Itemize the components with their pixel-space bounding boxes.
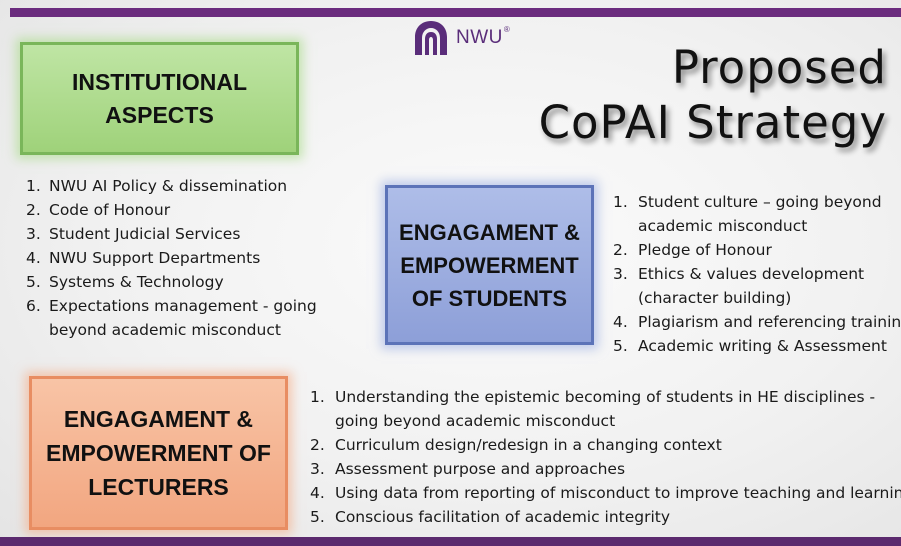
registered-mark: ® xyxy=(503,24,510,34)
nwu-logo: NWU ® xyxy=(411,17,510,59)
list-item: 5. Systems & Technology xyxy=(26,270,326,294)
title-line-2: CoPAI Strategy xyxy=(538,96,887,149)
item-number: 4. xyxy=(26,249,41,267)
item-number: 5. xyxy=(26,273,41,291)
students-label: ENGAGAMENT & EMPOWERMENT OF STUDENTS xyxy=(399,219,580,311)
item-text: Curriculum design/redesign in a changing… xyxy=(335,436,722,454)
item-number: 5. xyxy=(613,337,628,355)
item-text: Using data from reporting of misconduct … xyxy=(335,484,901,502)
item-number: 2. xyxy=(26,201,41,219)
item-text: NWU AI Policy & dissemination xyxy=(49,177,288,195)
list-item: 3. Student Judicial Services xyxy=(26,222,326,246)
top-accent-bar xyxy=(10,8,901,17)
list-item: 1. Student culture – going beyond academi… xyxy=(613,190,901,238)
list-item: 2. Code of Honour xyxy=(26,198,326,222)
item-number: 6. xyxy=(26,297,41,315)
item-text: Understanding the epistemic becoming of … xyxy=(335,388,876,430)
item-number: 4. xyxy=(310,484,325,502)
slide-title: Proposed CoPAI Strategy xyxy=(539,40,887,150)
item-text: Systems & Technology xyxy=(49,273,224,291)
institutional-aspects-box: INSTITUTIONAL ASPECTS xyxy=(20,42,299,155)
bottom-accent-bar xyxy=(0,537,901,546)
item-text: Pledge of Honour xyxy=(638,241,772,259)
item-text: Ethics & values development (character b… xyxy=(638,265,865,307)
lecturers-label: ENGAGAMENT & EMPOWERMENT OF LECTURERS xyxy=(46,406,271,500)
list-item: 6. Expectations management - going beyond… xyxy=(26,294,326,342)
nwu-logo-icon xyxy=(415,21,447,55)
item-number: 3. xyxy=(26,225,41,243)
item-number: 1. xyxy=(613,193,628,211)
item-text: Student Judicial Services xyxy=(49,225,241,243)
item-number: 4. xyxy=(613,313,628,331)
item-number: 2. xyxy=(310,436,325,454)
item-text: Conscious facilitation of academic integ… xyxy=(335,508,671,526)
list-item: 1. Understanding the epistemic becoming o… xyxy=(310,385,901,433)
students-list: 1. Student culture – going beyond academi… xyxy=(613,190,901,358)
list-item: 3. Ethics & values development (character… xyxy=(613,262,901,310)
item-text: Expectations management - going beyond a… xyxy=(49,297,317,339)
list-item: 5. Conscious facilitation of academic int… xyxy=(310,505,901,529)
list-item: 2. Curriculum design/redesign in a changi… xyxy=(310,433,901,457)
list-item: 3. Assessment purpose and approaches xyxy=(310,457,901,481)
item-number: 1. xyxy=(26,177,41,195)
list-item: 2. Pledge of Honour xyxy=(613,238,901,262)
title-line-1: Proposed xyxy=(671,41,887,94)
item-text: Academic writing & Assessment xyxy=(638,337,887,355)
item-text: Code of Honour xyxy=(49,201,171,219)
item-text: NWU Support Departments xyxy=(49,249,261,267)
item-number: 3. xyxy=(310,460,325,478)
list-item: 4. NWU Support Departments xyxy=(26,246,326,270)
institutional-list: 1. NWU AI Policy & dissemination 2. Code o… xyxy=(26,174,326,342)
lecturers-list: 1. Understanding the epistemic becoming o… xyxy=(310,385,901,529)
lecturers-box: ENGAGAMENT & EMPOWERMENT OF LECTURERS xyxy=(29,376,288,530)
list-item: 5. Academic writing & Assessment xyxy=(613,334,901,358)
item-number: 3. xyxy=(613,265,628,283)
list-item: 1. NWU AI Policy & dissemination xyxy=(26,174,326,198)
institutional-aspects-label: INSTITUTIONAL ASPECTS xyxy=(71,68,248,128)
item-text: Student culture – going beyond academic … xyxy=(638,193,882,235)
item-number: 5. xyxy=(310,508,325,526)
item-number: 1. xyxy=(310,388,325,406)
logo-text: NWU xyxy=(456,27,503,48)
list-item: 4. Using data from reporting of misconduc… xyxy=(310,481,901,505)
item-text: Assessment purpose and approaches xyxy=(335,460,626,478)
item-number: 2. xyxy=(613,241,628,259)
students-box: ENGAGAMENT & EMPOWERMENT OF STUDENTS xyxy=(385,185,594,345)
list-item: 4. Plagiarism and referencing training xyxy=(613,310,901,334)
item-text: Plagiarism and referencing training xyxy=(638,313,901,331)
